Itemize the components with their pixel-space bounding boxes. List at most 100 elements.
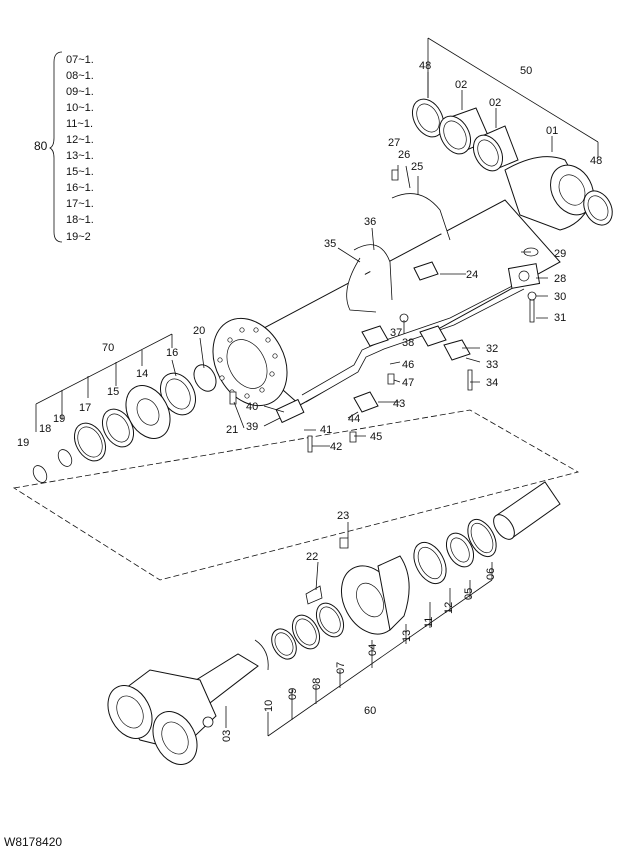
leader-lines xyxy=(35,37,599,737)
ring-19 xyxy=(32,465,48,483)
callout-29: 29 xyxy=(554,248,566,260)
rod-assembly xyxy=(107,481,561,765)
ring-18 xyxy=(57,449,73,467)
callout-20: 20 xyxy=(193,325,205,337)
cylinder-tube xyxy=(212,156,594,407)
callout-60: 60 xyxy=(364,705,376,717)
callout-48: 48 xyxy=(590,155,602,167)
callout-33: 33 xyxy=(486,359,498,371)
callout-21: 21 xyxy=(226,424,238,436)
callouts: 48 50 02 02 01 48 27 26 25 36 35 29 24 2… xyxy=(17,60,602,742)
callout-42: 42 xyxy=(330,441,342,453)
callout-02: 02 xyxy=(455,79,467,91)
callout-04: 04 xyxy=(367,644,379,656)
clamp-plate-24 xyxy=(413,261,439,281)
clamp-block-38 xyxy=(361,325,389,347)
nut-20 xyxy=(193,364,217,392)
callout-11: 11 xyxy=(423,617,435,628)
callout-47: 47 xyxy=(402,377,414,389)
band-clamp-35 xyxy=(346,257,377,313)
callout-22: 22 xyxy=(306,551,318,563)
callout-50: 50 xyxy=(520,65,532,77)
bolt-47 xyxy=(387,373,395,385)
callout-02: 02 xyxy=(489,97,501,109)
callout-39: 39 xyxy=(246,421,258,433)
callout-46: 46 xyxy=(402,359,414,371)
kit-item: 10~1. xyxy=(66,102,94,114)
callout-28: 28 xyxy=(554,273,566,285)
callout-40: 40 xyxy=(246,401,258,413)
callout-19: 19 xyxy=(17,437,29,449)
callout-05: 05 xyxy=(463,588,475,600)
bolt-31 xyxy=(529,299,535,323)
callout-37: 37 xyxy=(390,327,402,339)
callout-13: 13 xyxy=(401,630,413,642)
callout-09: 09 xyxy=(287,688,299,700)
callout-18: 18 xyxy=(39,423,51,435)
callout-19: 19 xyxy=(53,413,65,425)
kit-brace xyxy=(49,51,63,243)
fitting-23 xyxy=(339,537,349,549)
bolt-21 xyxy=(229,391,237,405)
callout-34: 34 xyxy=(486,377,498,389)
bolt-34 xyxy=(467,369,473,391)
callout-41: 41 xyxy=(320,424,332,436)
callout-32: 32 xyxy=(486,343,498,355)
callout-35: 35 xyxy=(324,238,336,250)
kit-item: 13~1. xyxy=(66,150,94,162)
callout-23: 23 xyxy=(337,510,349,522)
kit-item: 11~1. xyxy=(66,118,93,130)
piping xyxy=(275,193,541,424)
bolt-22 xyxy=(305,585,323,605)
callout-44: 44 xyxy=(348,413,360,425)
kit-item: 19~2 xyxy=(66,231,91,243)
callout-43: 43 xyxy=(393,398,405,410)
tube-bushings xyxy=(411,98,613,226)
washer-30 xyxy=(527,291,537,301)
callout-45: 45 xyxy=(370,431,382,443)
grease-fitting xyxy=(202,716,214,728)
callout-38: 38 xyxy=(402,337,414,349)
tube-eye-hole xyxy=(558,174,586,206)
assembly-boundaries xyxy=(12,409,580,581)
kit-item: 15~1. xyxy=(66,166,94,178)
callout-31: 31 xyxy=(554,312,566,324)
callout-48: 48 xyxy=(419,60,431,72)
figure-id: W8178420 xyxy=(4,835,62,849)
kit-item: 12~1. xyxy=(66,134,94,146)
band-clamp-36 xyxy=(353,244,393,301)
kit-code: 80 xyxy=(34,139,48,153)
snap-ring-10 xyxy=(254,639,269,671)
callout-70: 70 xyxy=(102,342,114,354)
bolt-27 xyxy=(391,169,399,181)
kit-item: 07~1. xyxy=(66,54,94,66)
flange-bolt-holes xyxy=(217,327,278,399)
callout-25: 25 xyxy=(411,161,423,173)
callout-27: 27 xyxy=(388,137,400,149)
callout-06: 06 xyxy=(485,568,497,580)
piston-assembly-boundary xyxy=(12,409,580,581)
kit-item: 18~1. xyxy=(66,214,94,226)
pipe-line-outer xyxy=(305,288,525,403)
callout-08: 08 xyxy=(311,678,323,690)
callout-10: 10 xyxy=(263,700,275,712)
callout-26: 26 xyxy=(398,149,410,161)
kit-item: 09~1. xyxy=(66,86,94,98)
piston-assembly xyxy=(32,364,217,483)
pipe-flange-39 xyxy=(275,398,305,424)
callout-14: 14 xyxy=(136,368,148,380)
kit-list: 80 07~1. 08~1. 09~1. 10~1. 11~1. 12~1. 1… xyxy=(34,51,94,243)
callout-16: 16 xyxy=(166,347,178,359)
callout-01: 01 xyxy=(546,125,558,137)
clamp-block-43 xyxy=(353,391,379,413)
kit-item: 08~1. xyxy=(66,70,94,82)
callout-12: 12 xyxy=(443,602,455,614)
tube-bore xyxy=(226,339,268,389)
callout-30: 30 xyxy=(554,291,566,303)
band-clamp-25 xyxy=(391,193,451,241)
callout-24: 24 xyxy=(466,269,478,281)
callout-17: 17 xyxy=(79,402,91,414)
callout-03: 03 xyxy=(221,730,233,742)
clamp-block-33 xyxy=(443,339,471,361)
